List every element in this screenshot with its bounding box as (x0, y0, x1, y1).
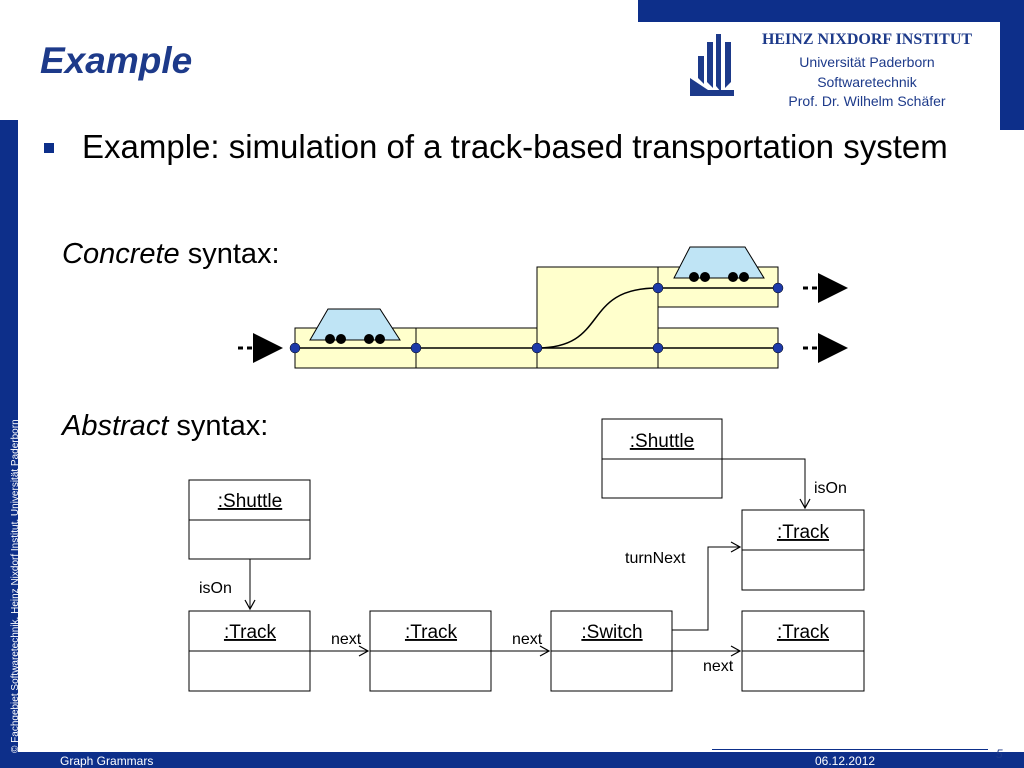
department-name: Softwaretechnik (817, 74, 917, 90)
sidebar-stripe (0, 120, 18, 768)
professor-name: Prof. Dr. Wilhelm Schäfer (788, 93, 946, 109)
page-number: 5 (996, 747, 1003, 761)
node-label-switch: :Switch (581, 622, 642, 643)
edge-ison-right (722, 458, 811, 510)
edge-label-next-3: next (703, 658, 734, 675)
footer-rule (712, 749, 988, 750)
footer-bar (18, 752, 1024, 768)
edge-label-next-2: next (512, 631, 543, 648)
node-track-1 (188, 610, 311, 692)
footer-date: 06.12.2012 (815, 754, 876, 768)
bullet-text: Example: simulation of a track-based tra… (82, 128, 948, 165)
node-label-shuttle-right: :Shuttle (630, 431, 694, 452)
edge-label-turnnext: turnNext (625, 550, 686, 567)
node-label-track-2: :Track (405, 622, 458, 643)
institute-logo-box (688, 24, 1000, 110)
header-band (638, 0, 1024, 22)
track-joints (289, 282, 784, 354)
node-shuttle-left (188, 479, 311, 560)
slide-title: Example (40, 40, 193, 81)
edge-label-ison-right: isOn (814, 480, 847, 497)
node-track-2 (369, 610, 492, 692)
flow-arrows (238, 273, 848, 363)
edge-turnnext (672, 541, 742, 631)
concrete-rest: syntax: (179, 238, 280, 270)
university-name: Universität Paderborn (799, 54, 935, 70)
shuttle-right (673, 246, 765, 282)
hni-logo-icon (690, 34, 734, 96)
node-label-track-upper: :Track (777, 522, 830, 543)
node-track-lower (741, 610, 865, 692)
edge-label-ison-left: isOn (199, 580, 232, 597)
node-switch (550, 610, 673, 692)
node-shuttle-right (601, 418, 723, 499)
node-label-track-lower: :Track (777, 622, 830, 643)
switch-segment (536, 266, 659, 369)
concrete-syntax-label: Concrete syntax: (62, 238, 280, 271)
abstract-syntax-label: Abstract syntax: (62, 410, 268, 443)
edge-label-next-1: next (331, 631, 362, 648)
institute-name: HEINZ NIXDORF INSTITUT (761, 31, 973, 48)
abstract-emphasis: Abstract (62, 410, 169, 442)
abstract-rest: syntax: (168, 410, 269, 442)
bullet-marker (44, 143, 54, 153)
shuttle-left (309, 308, 401, 344)
node-label-track-1: :Track (224, 622, 277, 643)
header-side-band (1000, 22, 1024, 130)
node-label-shuttle-left: :Shuttle (218, 491, 282, 512)
concrete-emphasis: Concrete (62, 238, 180, 270)
footer-title: Graph Grammars (60, 754, 154, 768)
node-track-upper (741, 509, 865, 591)
